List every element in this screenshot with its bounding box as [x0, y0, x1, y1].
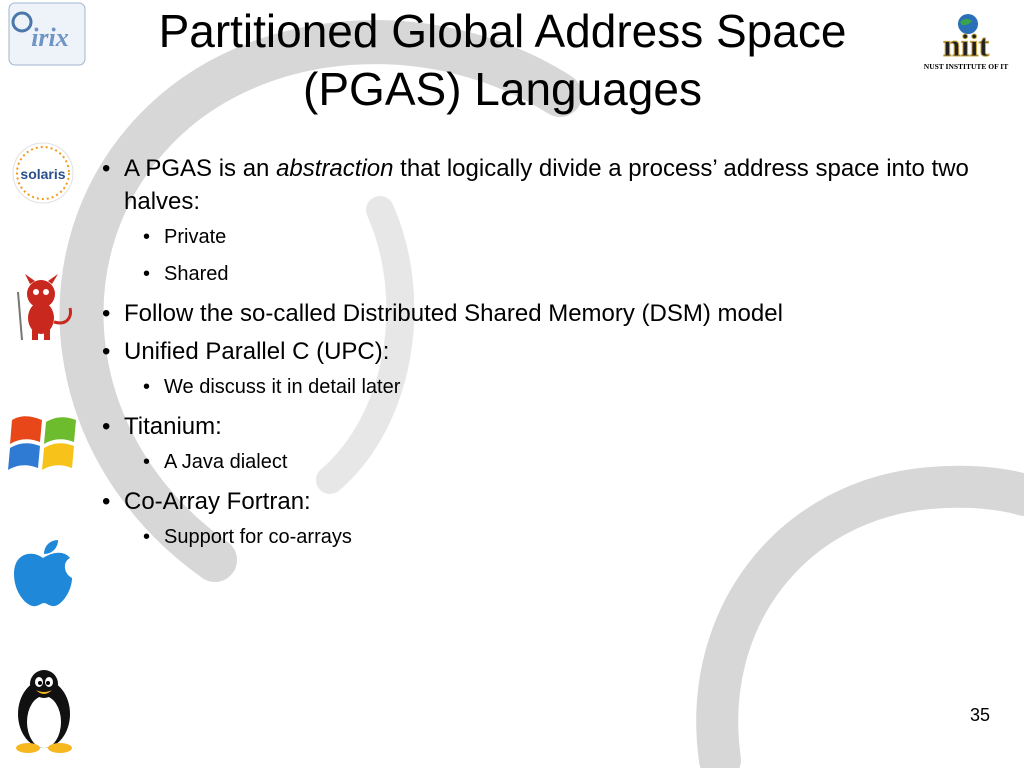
bullet-text: Support for co-arrays — [164, 526, 352, 548]
sub-bullet-java-dialect: • A Java dialect — [143, 448, 972, 476]
bullet-marker: • — [143, 226, 151, 248]
slide-title: Partitioned Global Address Space (PGAS) … — [100, 2, 905, 118]
bullet-marker: • — [102, 413, 111, 440]
bullet-marker: • — [102, 155, 111, 182]
bullet-text: Follow the so-called Distributed Shared … — [124, 300, 783, 327]
tux-linux-logo — [8, 664, 80, 754]
title-line-2: (PGAS) Languages — [303, 63, 702, 115]
bullet-text: Private — [164, 226, 227, 248]
nust-institute-logo: niit NUST INSTITUTE OF IT — [914, 12, 1018, 76]
bullet-marker: • — [143, 451, 151, 473]
slide-body: • A PGAS is an abstraction that logicall… — [102, 152, 972, 560]
windows-logo — [8, 410, 80, 480]
bullet-text: A PGAS is an — [124, 155, 277, 182]
bullet-marker: • — [143, 526, 151, 548]
solaris-logo: solaris — [8, 138, 78, 208]
bullet-marker: • — [143, 376, 151, 398]
bullet-marker: • — [143, 263, 151, 285]
sub-bullet-private: • Private — [143, 223, 972, 251]
sub-bullet-shared: • Shared — [143, 260, 972, 288]
bullet-text: A Java dialect — [164, 451, 288, 473]
sub-bullet-upc-detail: • We discuss it in detail later — [143, 373, 972, 401]
bullet-titanium: • Titanium: — [102, 410, 972, 443]
bullet-text: Co-Array Fortran: — [124, 488, 311, 515]
irix-logo: irix — [8, 2, 86, 66]
bullet-marker: • — [102, 488, 111, 515]
bullet-text: Shared — [164, 263, 229, 285]
bullet-text: Unified Parallel C (UPC): — [124, 338, 390, 365]
bullet-co-array-fortran: • Co-Array Fortran: — [102, 485, 972, 518]
svg-text:solaris: solaris — [20, 166, 65, 182]
svg-text:NUST INSTITUTE OF IT: NUST INSTITUTE OF IT — [924, 62, 1008, 71]
emphasis-abstraction: abstraction — [276, 155, 394, 182]
bsd-daemon-logo — [8, 272, 78, 344]
bullet-pgas-definition: • A PGAS is an abstraction that logicall… — [102, 152, 972, 218]
page-number: 35 — [969, 705, 990, 725]
bullet-dsm-model: • Follow the so-called Distributed Share… — [102, 297, 972, 330]
bullet-marker: • — [102, 338, 111, 365]
bullet-upc: • Unified Parallel C (UPC): — [102, 335, 972, 368]
apple-logo — [8, 538, 78, 610]
title-line-1: Partitioned Global Address Space — [158, 5, 847, 57]
bullet-text: We discuss it in detail later — [164, 376, 401, 398]
bullet-marker: • — [102, 300, 111, 327]
svg-text:irix: irix — [31, 23, 69, 52]
bullet-text: that logically divide a process’ address… — [124, 155, 969, 215]
bullet-text: Titanium: — [124, 413, 222, 440]
sub-bullet-co-arrays: • Support for co-arrays — [143, 523, 972, 551]
svg-text:niit: niit — [943, 27, 990, 63]
